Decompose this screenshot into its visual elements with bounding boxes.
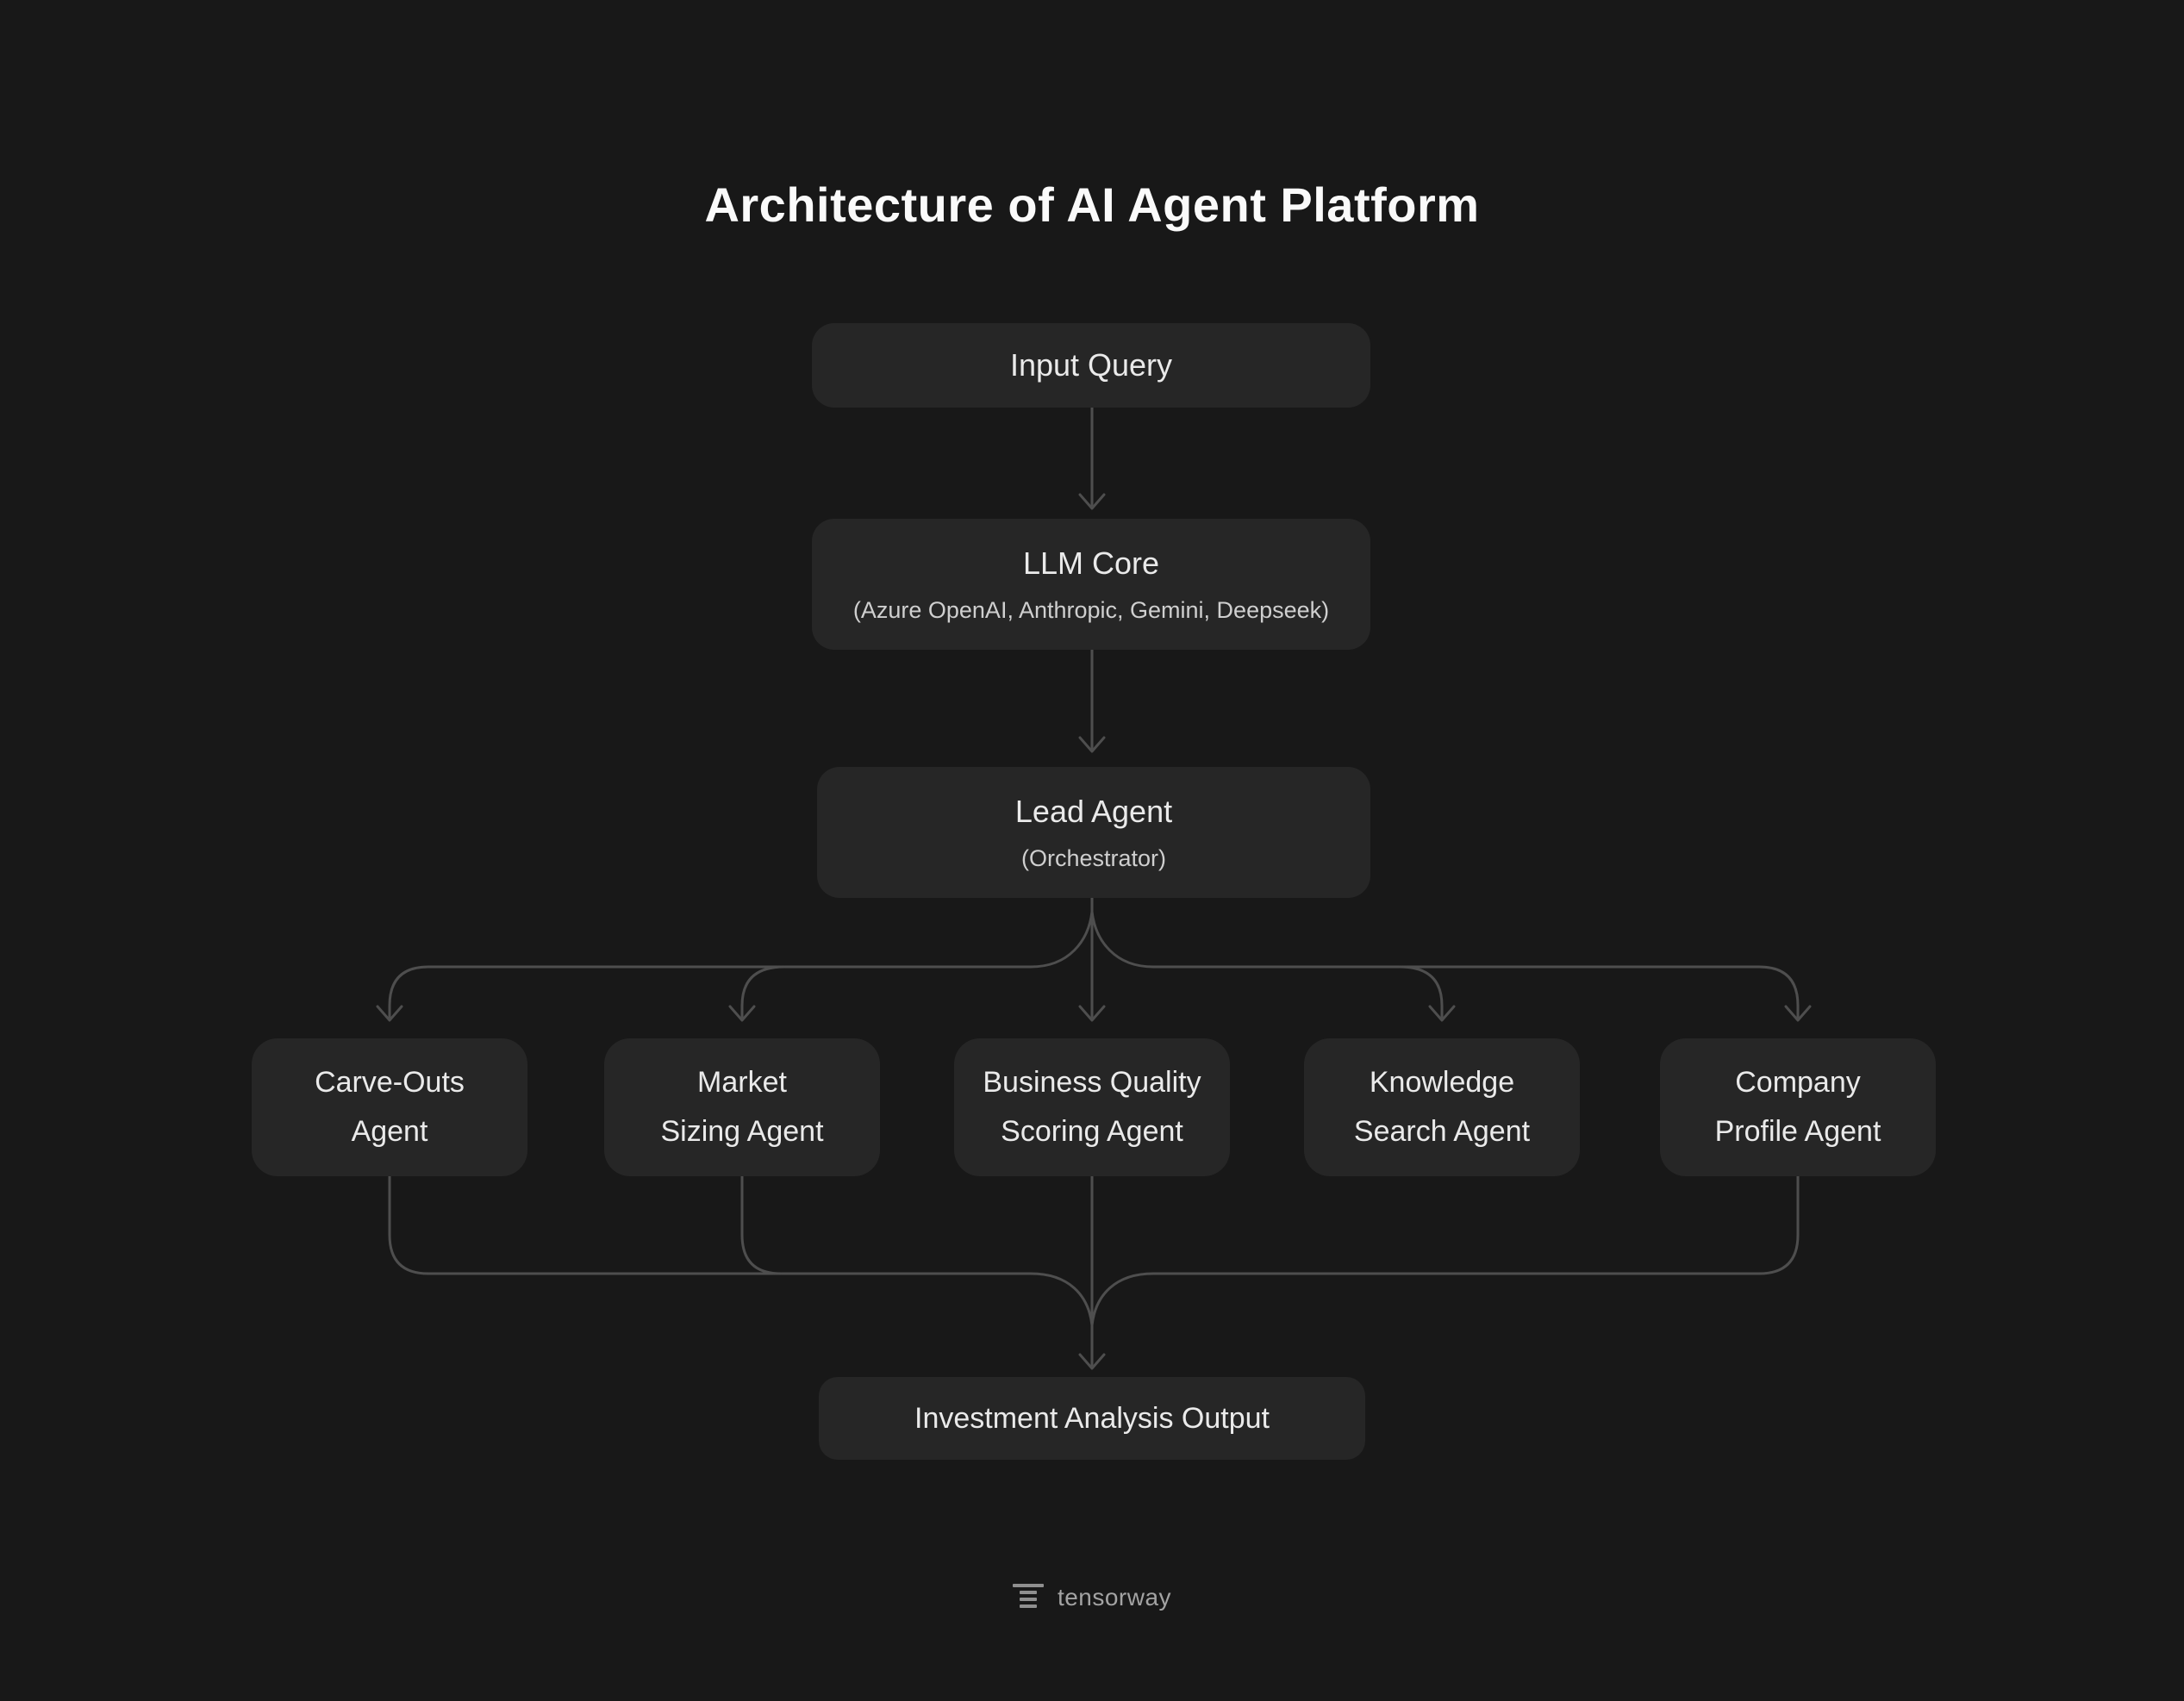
fanout-branch-2 (740, 965, 786, 1019)
node-market-sizing-agent-line2: Sizing Agent (660, 1115, 824, 1148)
node-lead-agent: Lead Agent (Orchestrator) (817, 767, 1370, 898)
node-market-sizing-agent: Market Sizing Agent (604, 1038, 880, 1176)
arrowhead-agent-3 (1078, 1005, 1106, 1022)
node-investment-analysis-output: Investment Analysis Output (819, 1377, 1365, 1460)
node-knowledge-search-agent: Knowledge Search Agent (1304, 1038, 1580, 1176)
node-llm-core-label: LLM Core (1022, 545, 1160, 581)
merge-branch-2 (740, 1174, 783, 1275)
arrowhead-llm-to-lead (1078, 736, 1106, 753)
node-knowledge-search-agent-line2: Search Agent (1353, 1115, 1531, 1148)
node-investment-analysis-output-label: Investment Analysis Output (914, 1401, 1270, 1435)
merge-right (1090, 1174, 1800, 1327)
node-knowledge-search-agent-line1: Knowledge (1369, 1066, 1515, 1099)
node-llm-core-sublabel: (Azure OpenAI, Anthropic, Gemini, Deepse… (852, 596, 1330, 623)
arrowhead-agent-4 (1428, 1005, 1456, 1022)
node-business-quality-scoring-agent-line2: Scoring Agent (1001, 1115, 1183, 1148)
node-business-quality-scoring-agent-line1: Business Quality (983, 1066, 1201, 1099)
arrowhead-agent-1 (376, 1005, 403, 1022)
node-business-quality-scoring-agent: Business Quality Scoring Agent (954, 1038, 1230, 1176)
footer: tensorway (0, 1584, 2184, 1611)
arrowhead-agent-5 (1784, 1005, 1812, 1022)
arrowhead-output (1078, 1353, 1106, 1370)
fanout-right (1090, 910, 1800, 1019)
node-lead-agent-label: Lead Agent (1014, 793, 1173, 829)
node-llm-core: LLM Core (Azure OpenAI, Anthropic, Gemin… (812, 519, 1370, 650)
merge-left (388, 1174, 1094, 1327)
tensorway-logo-icon (1012, 1584, 1044, 1611)
node-lead-agent-sublabel: (Orchestrator) (1020, 844, 1167, 871)
node-company-profile-agent-line1: Company (1735, 1066, 1861, 1099)
footer-brand-text: tensorway (1057, 1584, 1172, 1611)
node-carve-outs-agent-line1: Carve-Outs (315, 1066, 465, 1099)
node-input-query: Input Query (812, 323, 1370, 408)
node-carve-outs-agent-line2: Agent (351, 1115, 428, 1148)
fanout-left (388, 910, 1094, 1019)
node-market-sizing-agent-line1: Market (697, 1066, 787, 1099)
node-company-profile-agent-line2: Profile Agent (1714, 1115, 1881, 1148)
arrowhead-input-to-llm (1078, 493, 1106, 510)
node-input-query-label: Input Query (1009, 347, 1173, 383)
page-title: Architecture of AI Agent Platform (704, 178, 1480, 232)
fanout-branch-4 (1398, 965, 1444, 1019)
arrowhead-agent-2 (728, 1005, 756, 1022)
node-company-profile-agent: Company Profile Agent (1660, 1038, 1936, 1176)
node-carve-outs-agent: Carve-Outs Agent (252, 1038, 527, 1176)
